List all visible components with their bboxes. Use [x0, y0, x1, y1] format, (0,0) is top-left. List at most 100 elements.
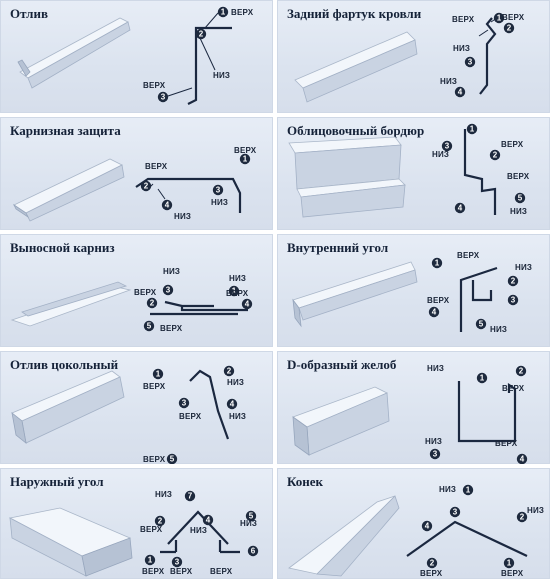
marker-3: 3 — [433, 450, 438, 459]
marker-3: 3 — [511, 296, 516, 305]
label-c: ВЕРХ — [507, 172, 530, 181]
marker-1: 1 — [480, 374, 485, 383]
marker-3: 3 — [453, 508, 458, 517]
marker-2: 2 — [511, 277, 516, 286]
otliv-tsokolny-illustration: 1 2 3 4 5 ВЕРХ НИЗ ВЕРХ НИЗ ВЕРХ — [11, 365, 246, 464]
marker-1: 1 — [156, 370, 161, 379]
label-b: НИЗ — [432, 150, 449, 159]
panel-zadniy-fartuk: Задний фартук кровли 1 2 3 4 ВЕРХ ВЕРХ Н… — [277, 0, 550, 113]
marker-4: 4 — [458, 204, 463, 213]
panel-title: Задний фартук кровли — [287, 6, 422, 21]
karniznaya-illustration: 1 2 3 4 ВЕРХ ВЕРХ НИЗ НИЗ — [12, 146, 257, 222]
panel-vynosnoy-karniz: Выносной карниз 1 2 3 4 5 НИЗ НИЗ ВЕРХ В… — [0, 234, 273, 347]
label-e: ВЕРХ — [142, 567, 165, 576]
marker-1: 1 — [435, 259, 440, 268]
panel-karniznaya-zashchita: Карнизная защита 1 2 3 4 ВЕРХ ВЕРХ НИЗ Н… — [0, 117, 273, 230]
label-d: НИЗ — [229, 412, 246, 421]
label-c: НИЗ — [425, 437, 442, 446]
label-bottom: НИЗ — [213, 71, 230, 80]
panel-title: Наружный угол — [10, 474, 104, 489]
marker-3: 3 — [216, 186, 221, 195]
label-a: ВЕРХ — [145, 162, 168, 171]
marker-2: 2 — [520, 513, 525, 522]
label-c: ВЕРХ — [134, 288, 157, 297]
marker-2: 2 — [507, 24, 512, 33]
label-a: ВЕРХ — [501, 140, 524, 149]
label-c: ВЕРХ — [420, 569, 443, 578]
label-b: ВЕРХ — [502, 384, 525, 393]
vynosnoy-illustration: 1 2 3 4 5 НИЗ НИЗ ВЕРХ ВЕРХ ВЕРХ — [10, 267, 253, 333]
marker-1: 1 — [466, 486, 471, 495]
marker-4: 4 — [432, 308, 437, 317]
label-top-2: ВЕРХ — [143, 81, 166, 90]
label-top: ВЕРХ — [231, 8, 254, 17]
label-b: НИЗ — [527, 506, 544, 515]
panel-naruzhny-ugol: Наружный угол 7 2 4 5 1 3 6 НИЗ ВЕРХ НИЗ… — [0, 468, 273, 579]
label-a: НИЗ — [427, 364, 444, 373]
label-a: ВЕРХ — [143, 382, 166, 391]
label-c: НИЗ — [174, 212, 191, 221]
label-b: ВЕРХ — [140, 525, 163, 534]
marker-3: 3 — [182, 399, 187, 408]
panel-title: Отлив цокольный — [10, 357, 119, 372]
marker-3: 3 — [445, 142, 450, 151]
marker-2: 2 — [227, 367, 232, 376]
marker-1: 1 — [221, 8, 226, 17]
panel-title: Отлив — [10, 6, 48, 21]
panel-otliv: Отлив 1 2 3 ВЕРХ НИЗ ВЕРХ — [0, 0, 273, 113]
label-b: ВЕРХ — [502, 13, 525, 22]
marker-2: 2 — [519, 367, 524, 376]
marker-4: 4 — [245, 300, 250, 309]
label-d: НИЗ — [510, 207, 527, 216]
d-zhelob-illustration: 1 2 3 4 НИЗ ВЕРХ НИЗ ВЕРХ — [292, 364, 528, 464]
marker-2-left: 2 — [430, 559, 435, 568]
panel-title: Карнизная защита — [10, 123, 121, 138]
panel-d-zhelob: D-образный желоб 1 2 3 4 НИЗ ВЕРХ НИЗ ВЕ… — [277, 351, 550, 464]
label-d: ВЕРХ — [495, 439, 518, 448]
panel-vnutrenniy-ugol: Внутренний угол 1 2 3 4 5 ВЕРХ НИЗ ВЕРХ … — [277, 234, 550, 347]
label-d: НИЗ — [240, 519, 257, 528]
marker-7: 7 — [188, 492, 193, 501]
label-d: НИЗ — [490, 325, 507, 334]
label-d: ВЕРХ — [501, 569, 524, 578]
marker-2: 2 — [199, 30, 204, 39]
label-a: НИЗ — [155, 490, 172, 499]
panel-title: Облицовочный бордюр — [287, 123, 425, 138]
konek-illustration: 1 2 3 4 2 1 НИЗ НИЗ ВЕРХ ВЕРХ — [288, 484, 544, 578]
label-d: НИЗ — [440, 77, 457, 86]
marker-4: 4 — [425, 522, 430, 531]
label-e: ВЕРХ — [160, 324, 183, 333]
naruzhny-ugol-illustration: 7 2 4 5 1 3 6 НИЗ ВЕРХ НИЗ НИЗ ВЕРХ ВЕРХ… — [8, 490, 259, 577]
marker-5: 5 — [249, 512, 254, 521]
marker-4: 4 — [458, 88, 463, 97]
label-b: НИЗ — [229, 274, 246, 283]
panel-title: Выносной карниз — [10, 240, 115, 255]
marker-3: 3 — [166, 286, 171, 295]
label-d: ВЕРХ — [226, 289, 249, 298]
marker-5: 5 — [170, 455, 175, 464]
label-a: НИЗ — [163, 267, 180, 276]
marker-2: 2 — [158, 517, 163, 526]
marker-2: 2 — [144, 182, 149, 191]
label-a: ВЕРХ — [452, 15, 475, 24]
panel-oblitsovochny-bordyur: Облицовочный бордюр 1 2 3 4 5 ВЕРХ НИЗ В… — [277, 117, 550, 230]
label-c: ВЕРХ — [179, 412, 202, 421]
marker-1: 1 — [148, 556, 153, 565]
label-g: ВЕРХ — [210, 567, 233, 576]
marker-4: 4 — [230, 400, 235, 409]
marker-4: 4 — [206, 516, 211, 525]
vnutrenniy-ugol-illustration: 1 2 3 4 5 ВЕРХ НИЗ ВЕРХ НИЗ — [292, 251, 532, 334]
label-b: НИЗ — [227, 378, 244, 387]
panel-otliv-tsokolny: Отлив цокольный 1 2 3 4 5 ВЕРХ НИЗ ВЕРХ … — [0, 351, 273, 464]
marker-5: 5 — [479, 320, 484, 329]
label-a: НИЗ — [439, 485, 456, 494]
label-c: НИЗ — [190, 526, 207, 535]
panel-title: Конек — [287, 474, 324, 489]
label-a: ВЕРХ — [457, 251, 480, 260]
panel-title: Внутренний угол — [287, 240, 389, 255]
panel-title: D-образный желоб — [287, 357, 397, 372]
marker-4: 4 — [520, 455, 525, 464]
marker-6: 6 — [251, 547, 256, 556]
otliv-illustration: 1 2 3 ВЕРХ НИЗ ВЕРХ — [17, 6, 254, 105]
